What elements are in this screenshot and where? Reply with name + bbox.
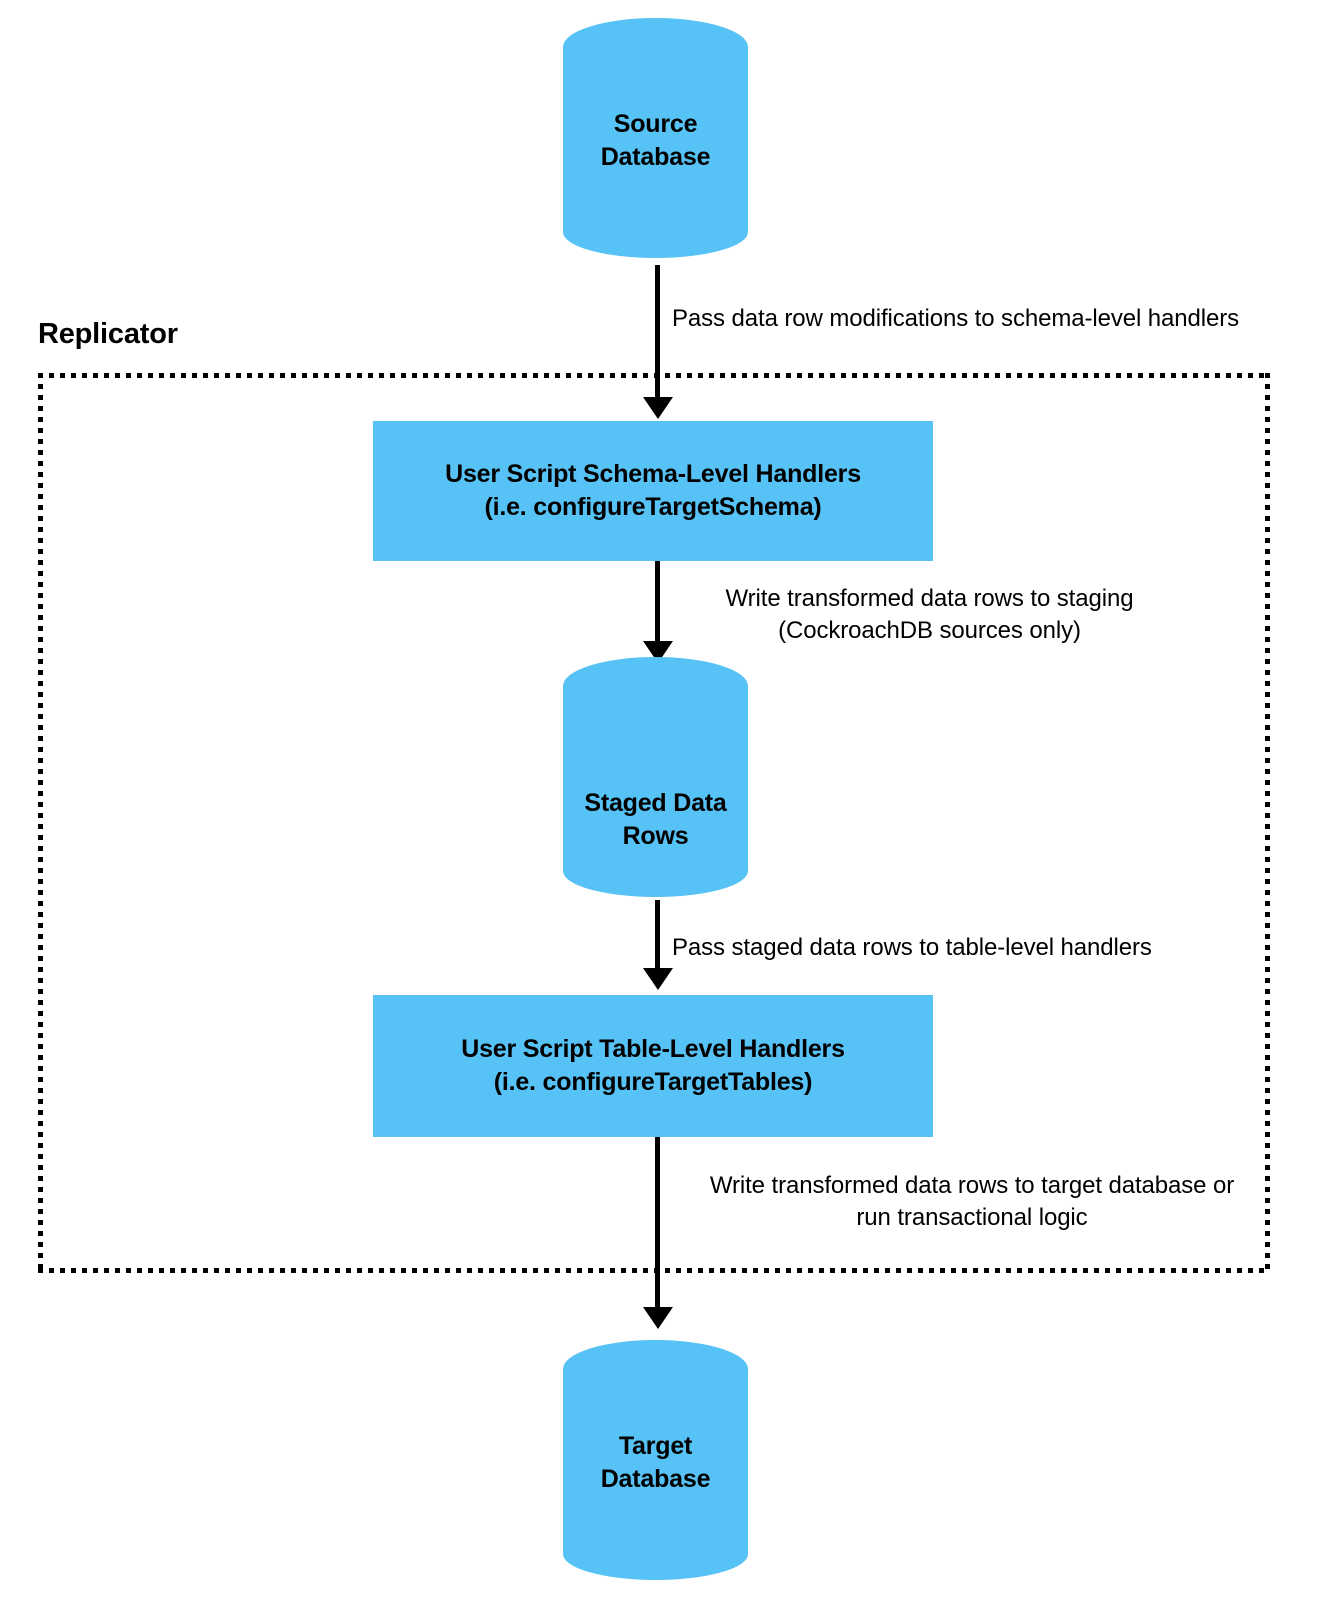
replicator-group-label: Replicator <box>38 318 178 350</box>
node-source-database-label: Source Database <box>600 110 711 171</box>
replicator-group-boundary <box>38 373 1270 1273</box>
node-target-database: Target Database <box>563 1340 748 1580</box>
node-table-handlers-label: User Script Table-Level Handlers (i.e. c… <box>461 1035 845 1096</box>
edge-label-source-to-schema: Pass data row modifications to schema-le… <box>672 305 1240 332</box>
cylinder-body <box>563 47 748 258</box>
cylinder-top-ellipse <box>563 657 748 715</box>
node-staged-rows-label: Staged Data Rows <box>584 789 727 850</box>
node-staged-rows: Staged Data Rows <box>563 657 748 897</box>
node-schema-handlers-label: User Script Schema-Level Handlers (i.e. … <box>445 460 861 521</box>
boundary-edge-right <box>1265 373 1270 1273</box>
arrow-schema-to-staged <box>655 561 660 643</box>
boundary-edge-top <box>38 373 1270 378</box>
edge-label-schema-to-staged: Write transformed data rows to staging (… <box>725 585 1134 645</box>
node-table-handlers: User Script Table-Level Handlers (i.e. c… <box>373 995 933 1137</box>
cylinder-top-ellipse <box>563 1340 748 1398</box>
arrow-table-to-target <box>655 1137 660 1309</box>
cylinder-body <box>563 1369 748 1580</box>
boundary-edge-bottom <box>38 1268 1270 1273</box>
node-target-database-label: Target Database <box>600 1432 711 1493</box>
node-schema-handlers: User Script Schema-Level Handlers (i.e. … <box>373 421 933 561</box>
edge-label-table-to-target: Write transformed data rows to target da… <box>709 1172 1235 1232</box>
cylinder-top-ellipse <box>563 18 748 76</box>
node-source-database: Source Database <box>563 18 748 258</box>
edge-label-staged-to-table: Pass staged data rows to table-level han… <box>672 934 1152 961</box>
arrow-source-to-schema <box>655 265 660 399</box>
cylinder-body <box>563 686 748 897</box>
boundary-edge-left <box>38 373 43 1273</box>
arrow-staged-to-table <box>655 900 660 970</box>
